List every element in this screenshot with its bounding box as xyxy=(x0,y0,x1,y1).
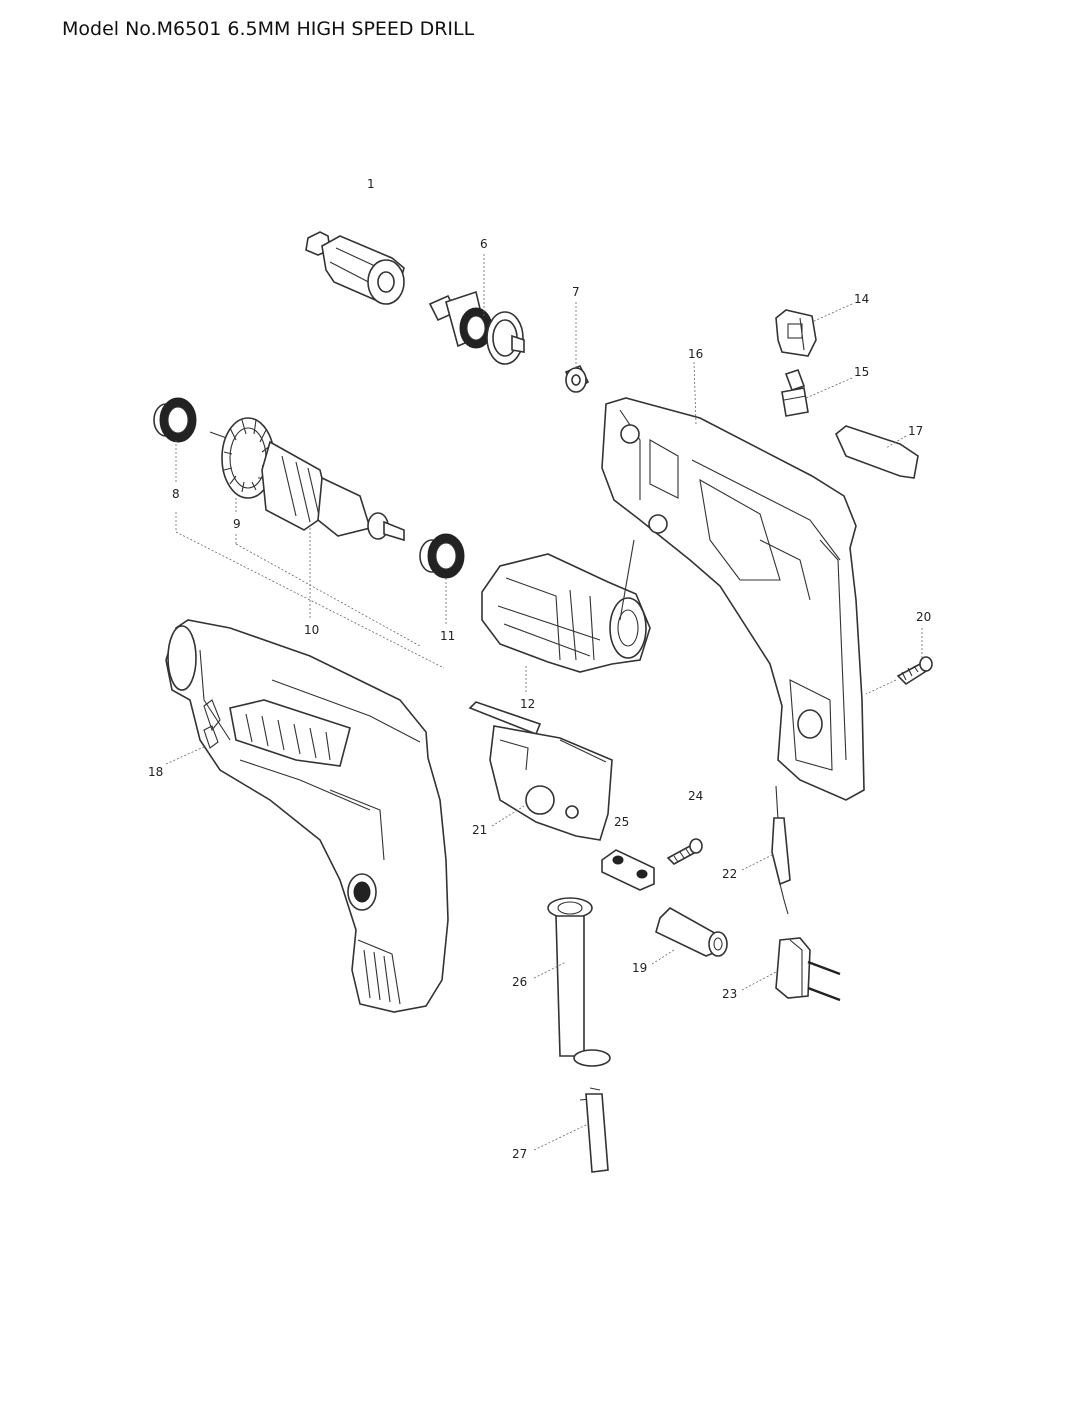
label-part-19: 19 xyxy=(632,961,647,975)
leader-lines xyxy=(165,254,923,1151)
label-part-17: 17 xyxy=(908,424,923,438)
part-cord-guard xyxy=(655,907,728,957)
part-power-cord xyxy=(579,1087,609,1173)
part-brush-holder xyxy=(775,309,817,357)
label-part-27: 27 xyxy=(512,1147,527,1161)
part-cord-22 xyxy=(771,785,791,915)
part-nameplate xyxy=(835,425,919,479)
label-part-20: 20 xyxy=(916,610,931,624)
label-part-6: 6 xyxy=(480,237,488,251)
label-part-9: 9 xyxy=(233,517,241,531)
part-field-stator xyxy=(481,553,651,673)
label-part-26: 26 xyxy=(512,975,527,989)
label-part-25: 25 xyxy=(614,815,629,829)
part-cord-guard-long xyxy=(547,897,611,1067)
label-part-24: 24 xyxy=(688,789,703,803)
label-part-10: 10 xyxy=(304,623,319,637)
label-part-1: 1 xyxy=(367,177,375,191)
part-bearing-8 xyxy=(153,397,197,443)
label-part-16: 16 xyxy=(688,347,703,361)
part-screw-20 xyxy=(896,656,933,686)
part-bushing xyxy=(564,364,590,393)
label-part-15: 15 xyxy=(854,365,869,379)
label-part-7: 7 xyxy=(572,285,580,299)
part-housing-right xyxy=(601,397,865,801)
part-screw-24 xyxy=(666,838,703,865)
part-capacitor xyxy=(775,937,841,1002)
label-part-14: 14 xyxy=(854,292,869,306)
label-part-18: 18 xyxy=(148,765,163,779)
part-gear-shaft xyxy=(428,290,525,365)
part-carbon-brush xyxy=(781,368,809,417)
part-labels: 1 6 7 8 9 10 11 12 14 15 16 17 18 19 20 … xyxy=(148,177,931,1161)
label-part-11: 11 xyxy=(440,629,455,643)
part-armature xyxy=(209,417,405,542)
part-cord-clamp xyxy=(601,849,655,891)
page-title: Model No.M6501 6.5MM HIGH SPEED DRILL xyxy=(62,18,475,40)
part-chuck xyxy=(305,231,405,305)
label-part-8: 8 xyxy=(172,487,180,501)
label-part-23: 23 xyxy=(722,987,737,1001)
part-housing-left xyxy=(165,619,449,1013)
label-part-22: 22 xyxy=(722,867,737,881)
label-part-21: 21 xyxy=(472,823,487,837)
part-bearing-11 xyxy=(419,533,465,579)
label-part-12: 12 xyxy=(520,697,535,711)
part-switch xyxy=(468,701,613,841)
